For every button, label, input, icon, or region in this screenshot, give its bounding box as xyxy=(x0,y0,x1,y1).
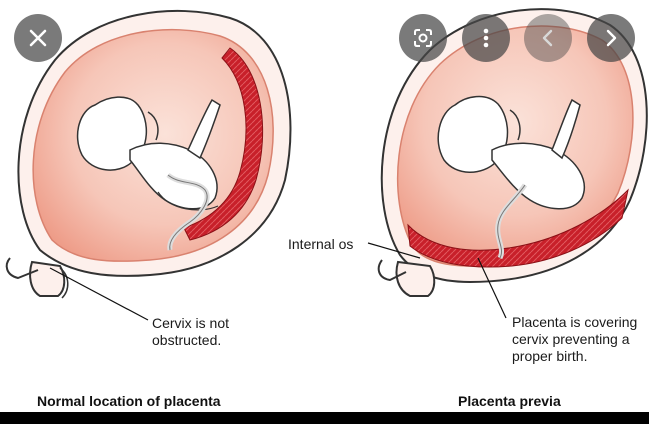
label-cervix-not-obstructed: Cervix is not obstructed. xyxy=(152,315,229,349)
more-vert-icon xyxy=(483,28,489,48)
cervix-left xyxy=(29,260,66,297)
placenta-right xyxy=(407,188,629,268)
caption-placenta-previa: Placenta previa xyxy=(458,393,561,409)
label-internal-os: Internal os xyxy=(288,236,354,252)
next-button[interactable] xyxy=(587,14,635,62)
lens-icon xyxy=(414,29,432,47)
cervix-right xyxy=(395,260,436,297)
close-button[interactable] xyxy=(14,14,62,62)
more-options-button[interactable] xyxy=(462,14,510,62)
label-cervix-line-2: obstructed. xyxy=(152,332,222,348)
label-placenta-line-1: Placenta is covering xyxy=(512,314,638,330)
uterus-right xyxy=(367,8,648,319)
caption-normal-location: Normal location of placenta xyxy=(37,393,221,409)
lens-button[interactable] xyxy=(399,14,447,62)
previous-button[interactable] xyxy=(524,14,572,62)
fetus-right xyxy=(437,95,585,260)
placenta-left xyxy=(183,47,264,241)
chevron-right-icon xyxy=(606,29,617,47)
label-placenta-covering: Placenta is covering cervix preventing a… xyxy=(512,314,637,365)
uterus-left xyxy=(5,9,292,321)
fetus-left xyxy=(76,96,221,251)
label-placenta-line-2: cervix preventing a xyxy=(512,331,630,347)
label-cervix-line-1: Cervix is not xyxy=(152,315,230,331)
bottom-edge xyxy=(0,412,649,424)
chevron-left-icon xyxy=(542,29,553,47)
label-placenta-line-3: proper birth. xyxy=(512,348,588,364)
close-icon xyxy=(29,29,47,47)
